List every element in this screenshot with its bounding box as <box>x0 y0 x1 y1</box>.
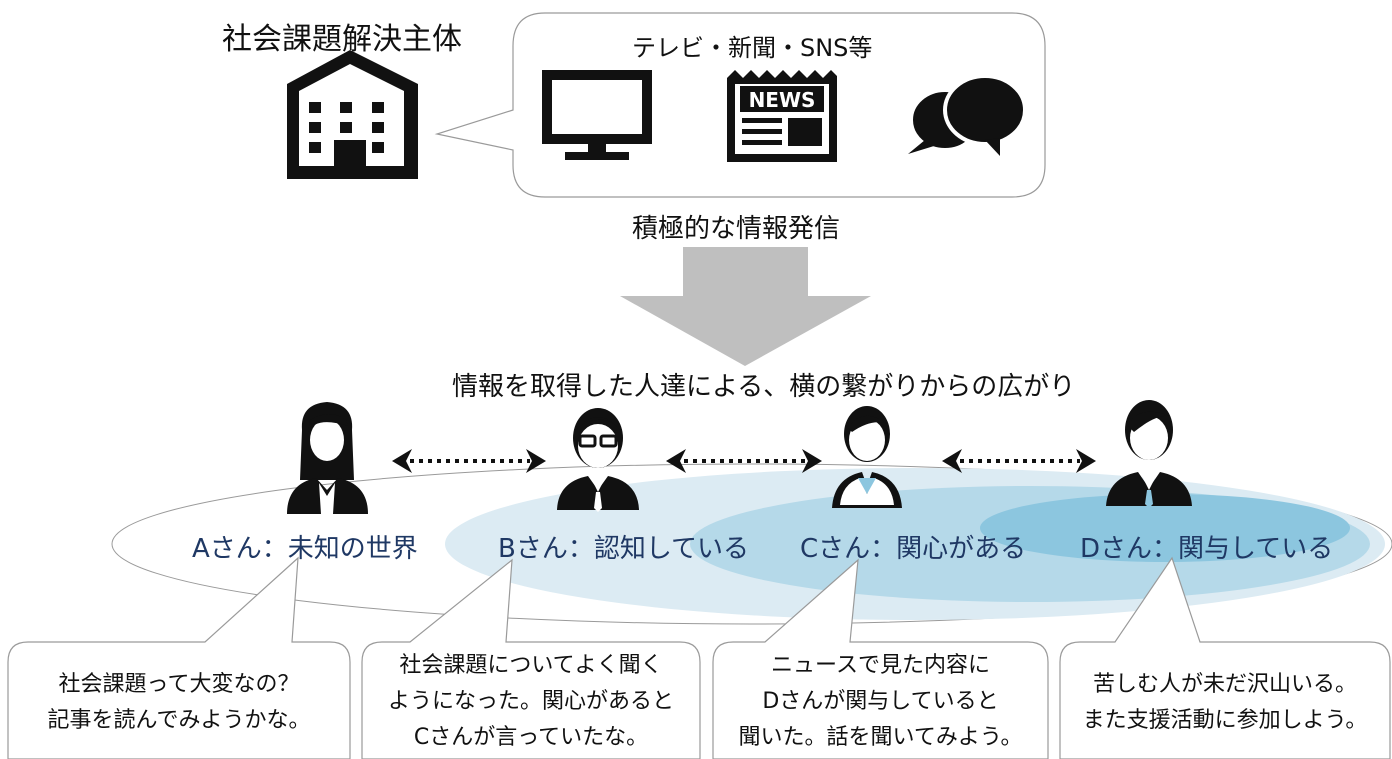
person-b-label: Bさん：認知している <box>498 534 750 564</box>
tv-icon <box>542 70 652 160</box>
comment-a: 社会課題って大変なの？ 記事を読んでみようかな。 <box>8 667 350 739</box>
connection-arrow-bc <box>666 449 822 473</box>
man-glasses-avatar-icon <box>557 408 639 512</box>
woman-avatar-icon <box>287 402 368 514</box>
comment-bubble-d <box>1059 556 1391 759</box>
comment-c: ニュースで見た内容に Dさんが関与していると 聞いた。話を聞いてみよう。 <box>713 648 1048 756</box>
connection-arrow-ab <box>392 449 546 473</box>
comment-d-line-2: また支援活動に参加しよう。 <box>1082 708 1368 733</box>
organization-label: 社会課題解決主体 <box>222 22 462 57</box>
man-suit-avatar-icon <box>1106 400 1192 508</box>
comment-b: 社会課題についてよく聞く ようになった。関心があると Cさんが言っていたな。 <box>362 648 700 756</box>
involvement-ellipse <box>980 494 1350 562</box>
comment-a-line-1: 社会課題って大変なの？ <box>58 672 300 697</box>
connection-arrow-cd <box>942 449 1096 473</box>
newspaper-icon: NEWS <box>727 70 837 162</box>
media-label: テレビ・新聞・SNS等 <box>632 34 873 62</box>
comment-b-line-1: 社会課題についてよく聞く <box>399 653 663 678</box>
comment-d: 苦しむ人が未だ沢山いる。 また支援活動に参加しよう。 <box>1060 667 1390 739</box>
man-casual-avatar-icon <box>832 406 902 508</box>
dissemination-arrow <box>620 247 871 366</box>
comment-bubble-c <box>712 558 1049 759</box>
comment-c-line-3: 聞いた。話を聞いてみよう。 <box>738 725 1023 750</box>
dissemination-label: 積極的な情報発信 <box>632 214 841 244</box>
person-c-label: Cさん：関心がある <box>800 534 1027 564</box>
comment-d-line-1: 苦しむ人が未だ沢山いる。 <box>1092 672 1357 697</box>
spread-label: 情報を取得した人達による、横の繋がりからの広がり <box>452 372 1076 402</box>
comment-bubble-a <box>7 556 351 759</box>
news-text: NEWS <box>749 88 816 112</box>
comment-bubble-b <box>361 558 701 759</box>
person-d-label: Dさん：関与している <box>1080 534 1334 564</box>
chat-bubbles-icon <box>908 74 1027 156</box>
person-a-label: Aさん：未知の世界 <box>192 534 418 564</box>
building-icon <box>287 50 418 179</box>
comment-b-line-3: Cさんが言っていたな。 <box>413 725 649 750</box>
comment-c-line-1: ニュースで見た内容に <box>771 653 990 678</box>
comment-c-line-2: Dさんが関与していると <box>762 689 999 714</box>
comment-a-line-2: 記事を読んでみようかな。 <box>47 708 311 733</box>
comment-b-line-2: ようになった。関心があると <box>387 689 674 714</box>
